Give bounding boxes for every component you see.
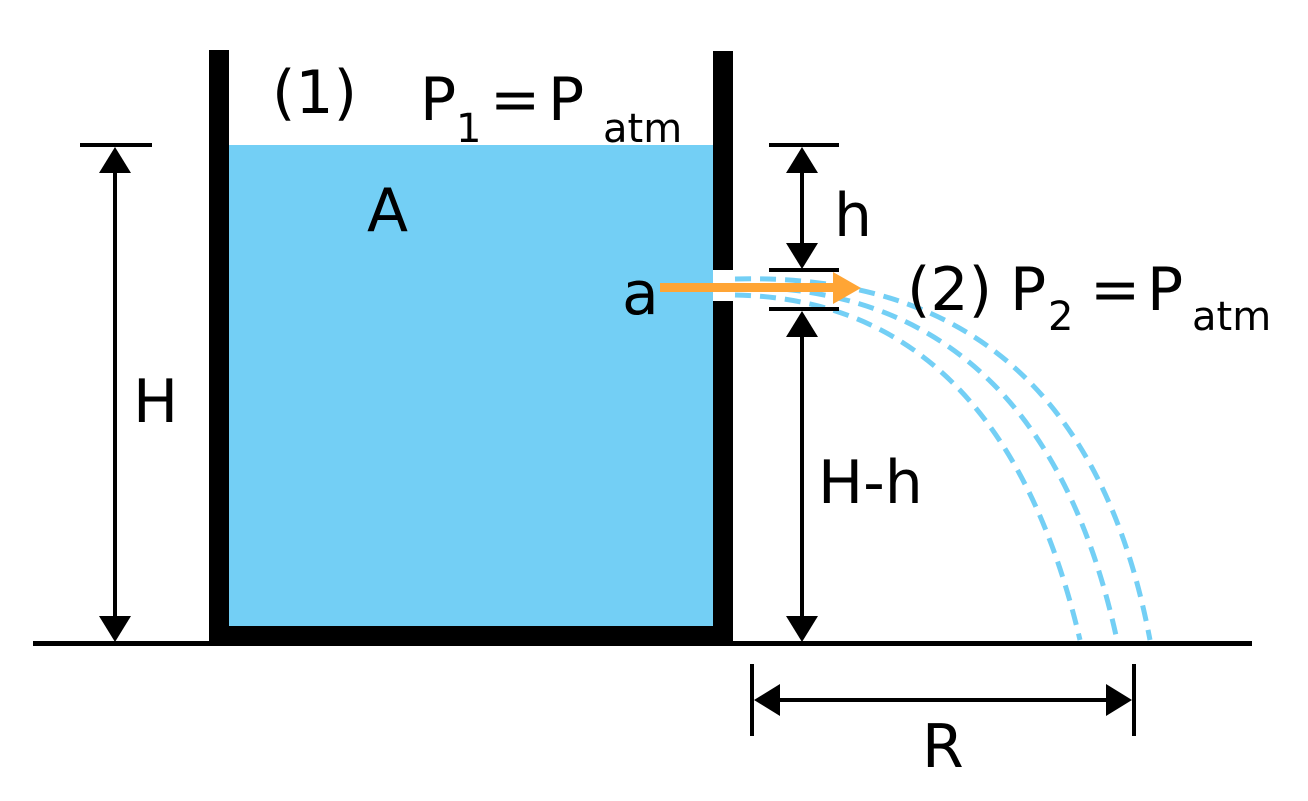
label-point-2: (2) [907, 255, 992, 325]
tank-right-wall-lower [713, 301, 733, 645]
label-hole-area: a [622, 259, 659, 329]
dimension-H-minus-h [769, 307, 839, 642]
label-depth-h: h [834, 181, 872, 251]
ground-line [33, 641, 1252, 646]
label-p1-equals: = [490, 65, 540, 135]
label-p1: P [420, 65, 456, 135]
label-p2-subscript: 2 [1048, 294, 1073, 340]
label-patm-2-subscript: atm [1192, 294, 1271, 340]
label-p2-equals: = [1090, 255, 1140, 325]
label-patm-2: P [1147, 255, 1183, 325]
label-tank-area: A [367, 176, 408, 246]
label-point-1: (1) [272, 58, 357, 128]
dimension-H [80, 143, 152, 642]
label-height-H-minus-h: H-h [818, 448, 923, 518]
tank-left-wall [209, 50, 229, 645]
label-patm-1-subscript: atm [603, 106, 682, 152]
jet-stream [734, 276, 1153, 641]
label-patm-1: P [548, 65, 584, 135]
jet-stream-lower [734, 292, 1083, 641]
jet-stream-middle [734, 284, 1120, 641]
jet-stream-upper [734, 276, 1153, 641]
tank-bottom [209, 626, 733, 645]
label-range-R: R [922, 712, 964, 782]
jet-velocity-arrow [660, 272, 861, 304]
tank-right-wall-upper [713, 51, 733, 270]
label-p2: P [1010, 255, 1046, 325]
label-p1-subscript: 1 [456, 106, 481, 152]
label-height-H: H [133, 367, 178, 437]
dimension-R [750, 664, 1136, 736]
water-body [228, 145, 714, 627]
dimension-h [769, 143, 839, 272]
